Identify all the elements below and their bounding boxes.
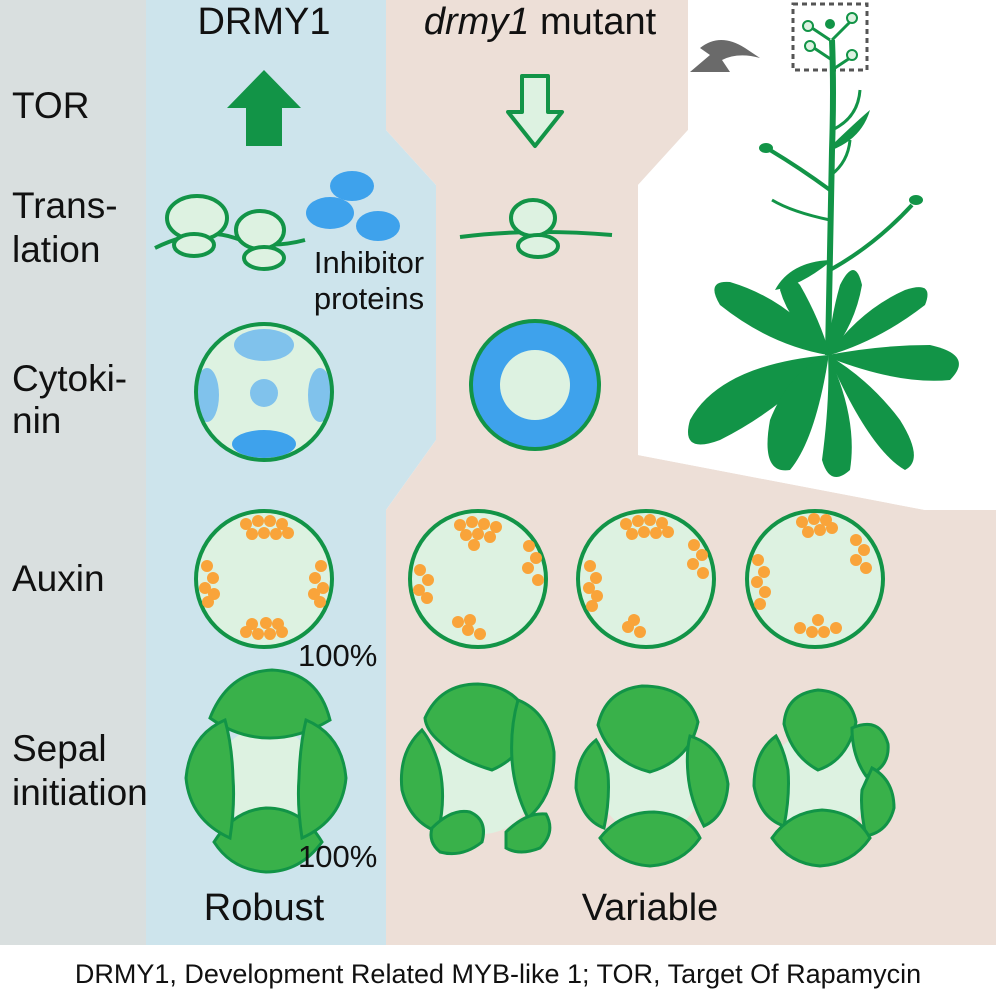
inhibitor-label-2: proteins (314, 281, 424, 316)
mutant-ribosome-icon (459, 198, 613, 259)
row-label-cytokinin-1: Cytoki- (12, 358, 127, 399)
inhibitor-proteins-icon (306, 171, 400, 241)
row-label-sepal-1: Sepal (12, 728, 107, 769)
figure-caption: DRMY1, Development Related MYB-like 1; T… (75, 959, 921, 989)
row-label-auxin: Auxin (12, 558, 105, 599)
row-label-sepal-2: initiation (12, 772, 148, 813)
plant-panel-background (638, 0, 996, 510)
row-label-translation-1: Trans- (12, 185, 118, 226)
row-label-tor: TOR (12, 85, 89, 126)
sepal-wildtype-percentage: 100% (298, 839, 377, 874)
tor-up-arrow-icon (227, 70, 301, 146)
mutant-cytokinin-meristem (469, 319, 601, 451)
label-column-band (0, 0, 146, 945)
wildtype-band-bulge (386, 0, 436, 945)
wildtype-cytokinin-meristem (194, 322, 334, 462)
tor-down-arrow-icon (506, 74, 564, 148)
outcome-variable: Variable (582, 887, 719, 929)
wildtype-header: DRMY1 (197, 1, 330, 43)
inhibitor-label-1: Inhibitor (314, 245, 424, 280)
zoom-box (791, 2, 869, 72)
mutant-auxin-meristem-3 (745, 509, 885, 649)
mutant-auxin-meristem-2 (576, 509, 716, 649)
mutant-sepal-primordia-1 (399, 682, 556, 856)
outcome-robust: Robust (204, 887, 325, 929)
row-label-translation-2: lation (12, 229, 100, 270)
wildtype-ribosomes-icon (154, 194, 306, 271)
row-label-cytokinin-2: nin (12, 400, 61, 441)
mutant-sepal-primordia-3 (752, 688, 896, 868)
mutant-auxin-meristem-1 (408, 509, 548, 649)
mutant-header-gene: drmy1 (424, 1, 530, 43)
auxin-wildtype-percentage: 100% (298, 638, 377, 673)
arabidopsis-plant-illustration (688, 2, 959, 478)
wildtype-auxin-meristem (194, 509, 334, 649)
mutant-sepal-primordia-2 (574, 684, 730, 868)
mutant-header: drmy1 mutant (424, 1, 657, 43)
mutant-header-suffix: mutant (529, 1, 656, 43)
wildtype-sepal-primordia (184, 668, 348, 874)
